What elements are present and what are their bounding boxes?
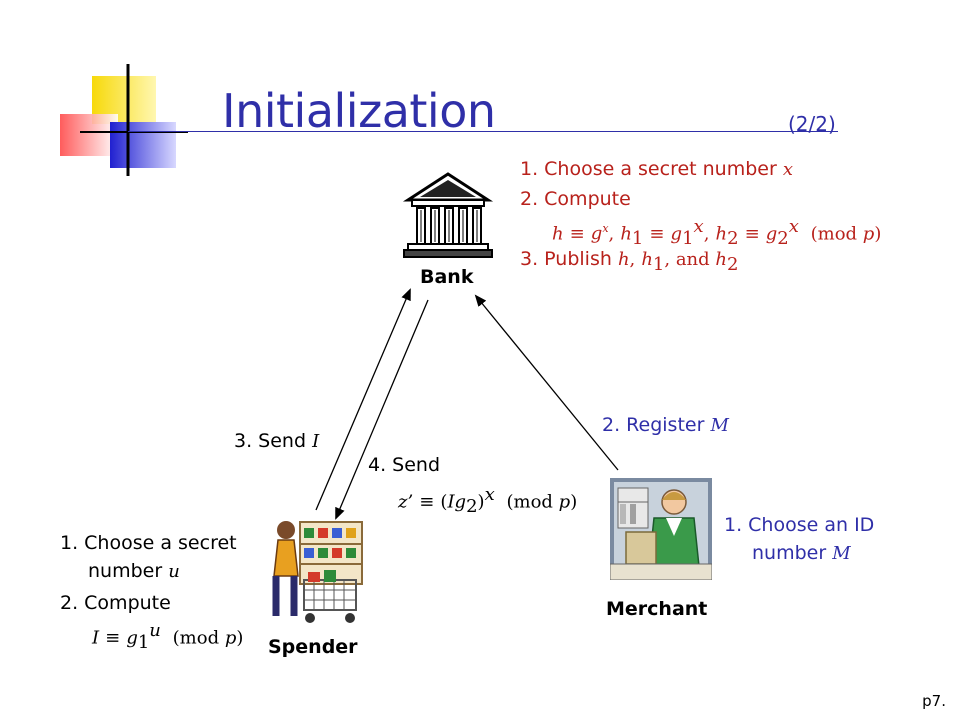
merchant-step-1-var: M bbox=[832, 543, 851, 564]
bank-step-1-text: 1. Choose a secret number bbox=[520, 158, 777, 180]
arrow-merchant-to-bank bbox=[474, 294, 619, 471]
spender-step-2-formula: I ≡ g1u (mod p) bbox=[92, 620, 244, 654]
page-number: p7. bbox=[922, 692, 946, 710]
send-i-text: 3. Send bbox=[234, 430, 307, 452]
arrow-label-send-z: 4. Send bbox=[368, 454, 441, 476]
arrow-bank-to-spender bbox=[335, 299, 429, 520]
merchant-step-1-line1: 1. Choose an ID bbox=[724, 514, 875, 536]
spender-step-1-line2-text: number bbox=[88, 560, 163, 582]
title-underline bbox=[128, 131, 838, 132]
bank-step-1: 1. Choose a secret number x bbox=[520, 158, 793, 181]
register-text: 2. Register bbox=[602, 414, 705, 436]
slide-subtitle: (2/2) bbox=[788, 112, 836, 136]
bank-step-1-var: x bbox=[782, 159, 793, 180]
arrow-label-send-i: 3. Send I bbox=[234, 430, 319, 453]
arrow-label-register: 2. Register M bbox=[602, 414, 729, 437]
bank-step-3: 3. Publish h, h1, and h2 bbox=[520, 248, 739, 275]
merchant-label: Merchant bbox=[606, 598, 708, 620]
bank-step-3-text: 3. Publish bbox=[520, 248, 612, 270]
spender-step-2: 2. Compute bbox=[60, 592, 171, 614]
register-var: M bbox=[710, 415, 729, 436]
slide-title: Initialization bbox=[222, 84, 496, 138]
arrow-spender-to-bank bbox=[315, 288, 411, 511]
bank-step-2: 2. Compute bbox=[520, 188, 631, 210]
arrow-label-send-z-formula: z’ ≡ (Ig2)x (mod p) bbox=[398, 484, 578, 518]
spender-icon bbox=[272, 521, 363, 623]
bank-step-2-formula: h ≡ gx, h1 ≡ g1x, h2 ≡ g2x (mod p) bbox=[552, 216, 882, 250]
spender-step-1-line1: 1. Choose a secret bbox=[60, 532, 237, 554]
merchant-step-1-line2: number M bbox=[752, 542, 851, 565]
bank-label: Bank bbox=[420, 266, 474, 288]
spender-step-1-var: u bbox=[168, 561, 180, 582]
bank-icon bbox=[402, 172, 494, 258]
spender-label: Spender bbox=[268, 636, 358, 658]
merchant-step-1-line2-text: number bbox=[752, 542, 827, 564]
merchant-icon bbox=[610, 478, 712, 580]
slide-logo-decoration bbox=[60, 64, 188, 176]
send-i-var: I bbox=[312, 431, 320, 452]
spender-step-1-line2: number u bbox=[88, 560, 180, 583]
